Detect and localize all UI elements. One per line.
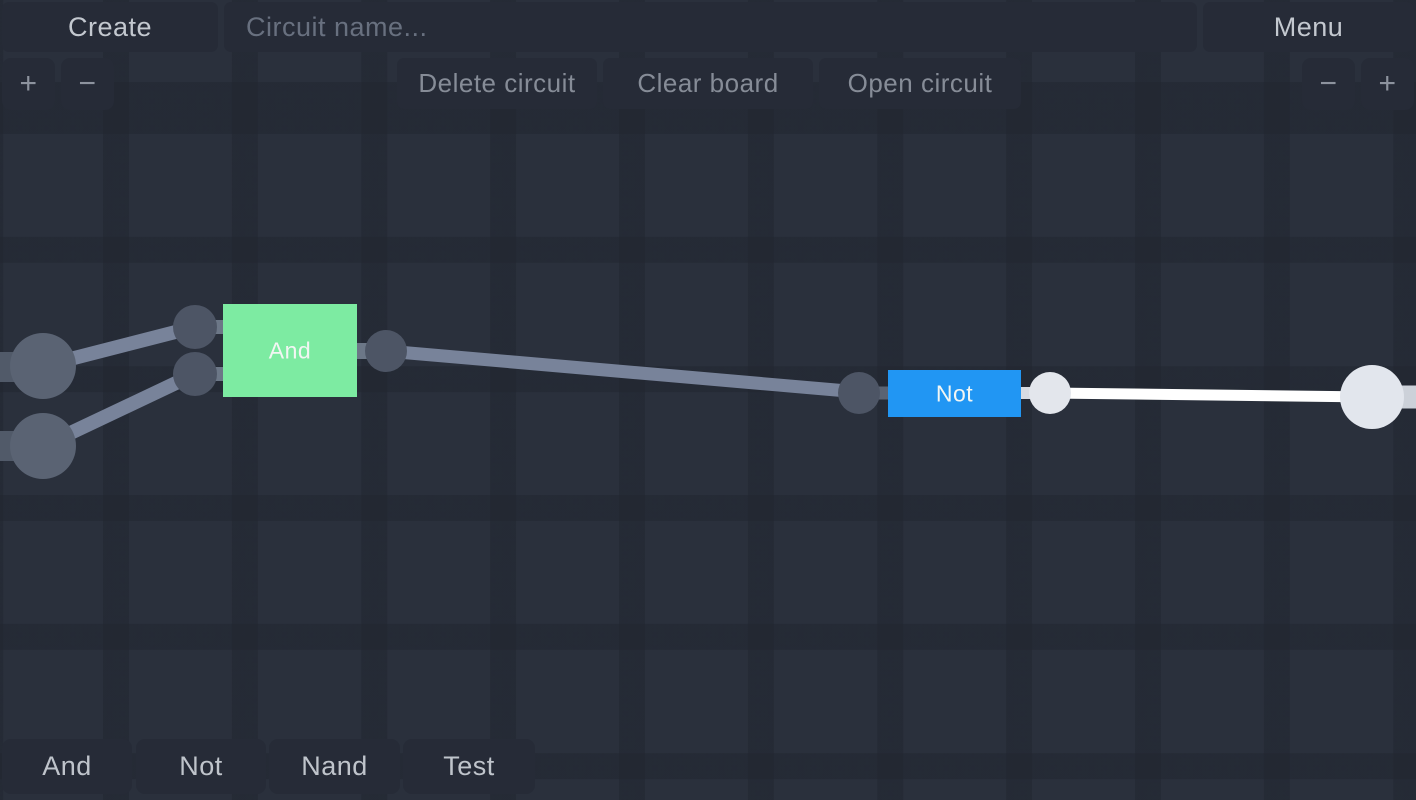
circuit-name-input[interactable] bbox=[224, 2, 1197, 52]
input-node-1[interactable] bbox=[10, 333, 76, 399]
palette-item-not[interactable]: Not bbox=[136, 739, 266, 794]
input-node-2[interactable] bbox=[10, 413, 76, 479]
output-node[interactable] bbox=[1340, 365, 1404, 429]
open-circuit-button[interactable]: Open circuit bbox=[819, 58, 1021, 109]
zoom-out-button-right[interactable]: − bbox=[1302, 58, 1355, 110]
not-output-pin[interactable] bbox=[1029, 372, 1071, 414]
wire-not-to-output bbox=[1049, 387, 1373, 403]
clear-board-button[interactable]: Clear board bbox=[603, 58, 813, 109]
not-gate[interactable] bbox=[888, 370, 1021, 417]
create-button[interactable]: Create bbox=[2, 2, 218, 52]
zoom-out-button-left[interactable]: − bbox=[61, 58, 114, 110]
not-input-pin[interactable] bbox=[838, 372, 880, 414]
zoom-in-button-left[interactable]: + bbox=[2, 58, 55, 110]
wire-and-to-not bbox=[385, 344, 860, 399]
menu-button[interactable]: Menu bbox=[1203, 2, 1414, 52]
palette-item-test[interactable]: Test bbox=[403, 739, 535, 794]
and-output-pin[interactable] bbox=[365, 330, 407, 372]
delete-circuit-button[interactable]: Delete circuit bbox=[397, 58, 597, 109]
and-gate-label: And bbox=[269, 338, 311, 364]
and-input-pin-2[interactable] bbox=[173, 352, 217, 396]
palette-item-nand[interactable]: Nand bbox=[269, 739, 400, 794]
palette-item-and[interactable]: And bbox=[2, 739, 132, 794]
not-gate-label: Not bbox=[936, 381, 973, 407]
and-input-pin-1[interactable] bbox=[173, 305, 217, 349]
zoom-in-button-right[interactable]: + bbox=[1361, 58, 1414, 110]
and-gate[interactable] bbox=[223, 304, 357, 397]
